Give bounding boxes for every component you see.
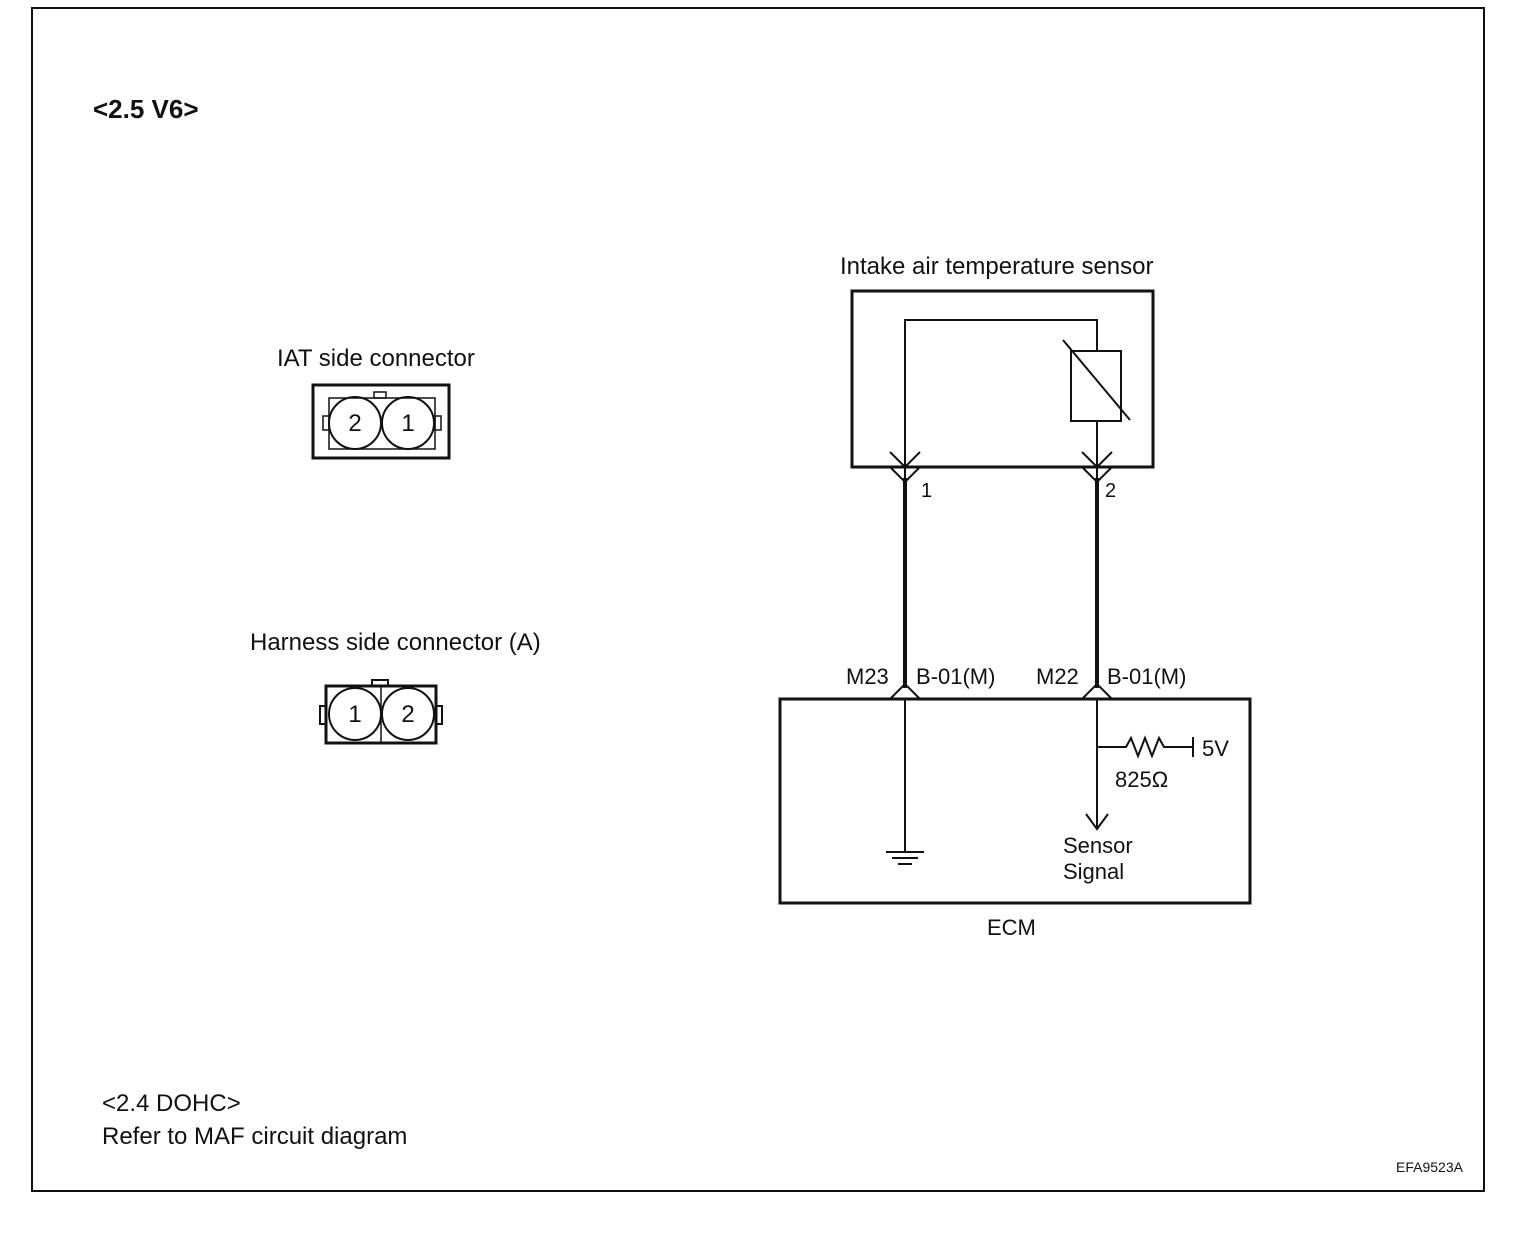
iat-connector-label: IAT side connector xyxy=(277,345,475,372)
sensor-pin1-number: 1 xyxy=(921,480,932,502)
iat-connector xyxy=(311,383,451,460)
footer-note: Refer to MAF circuit diagram xyxy=(102,1123,408,1150)
diagram-frame xyxy=(31,7,1485,1192)
terminal-m22-pin: M22 xyxy=(1036,664,1079,689)
footer-title: <2.4 DOHC> xyxy=(102,1090,241,1117)
sensor-pin2-number: 2 xyxy=(1105,480,1116,502)
resistor-value: 825Ω xyxy=(1115,767,1168,792)
harness-connector-key xyxy=(371,679,389,687)
signal-arrow-icon xyxy=(1085,813,1109,831)
terminal-m23-connector: B-01(M) xyxy=(916,664,995,689)
resistor-icon xyxy=(1097,735,1193,759)
sensor-box xyxy=(850,289,1155,469)
ecm-m22-chevron-icon xyxy=(1081,682,1113,700)
harness-connector-label: Harness side connector (A) xyxy=(250,629,541,656)
sensor-label: Intake air temperature sensor xyxy=(840,253,1154,280)
sensor-pin2-arrow-icon xyxy=(1081,451,1113,469)
iat-connector-housing xyxy=(311,383,451,460)
sensor-pin1-arrow-icon xyxy=(889,451,921,469)
section-title: <2.5 V6> xyxy=(93,94,199,124)
ecm-label: ECM xyxy=(987,915,1036,940)
ecm-box xyxy=(778,697,1252,905)
harness-pin-1-number: 1 xyxy=(348,701,361,728)
harness-connector-tab-right xyxy=(435,705,443,725)
signal-label-line2: Signal xyxy=(1063,859,1124,884)
iat-connector-tab-right xyxy=(434,415,442,431)
harness-pin-2-number: 2 xyxy=(401,701,414,728)
ecm-m23-chevron-icon xyxy=(889,682,921,700)
supply-voltage: 5V xyxy=(1202,736,1229,761)
iat-connector-key xyxy=(373,391,387,399)
thermistor-slash xyxy=(1062,339,1131,421)
signal-label-line1: Sensor xyxy=(1063,833,1133,858)
iat-pin-1-number: 1 xyxy=(401,410,414,437)
iat-pin-1 xyxy=(381,396,435,450)
harness-pin-2 xyxy=(381,687,435,741)
sensor-internal-wire xyxy=(904,319,1098,478)
figure-code: EFA9523A xyxy=(1396,1159,1463,1175)
harness-connector-tab-left xyxy=(319,705,327,725)
terminal-m22-connector: B-01(M) xyxy=(1107,664,1186,689)
terminal-m23-pin: M23 xyxy=(846,664,889,689)
iat-pin-2-number: 2 xyxy=(348,410,361,437)
thermistor-icon xyxy=(1070,350,1122,422)
harness-connector xyxy=(319,679,443,745)
